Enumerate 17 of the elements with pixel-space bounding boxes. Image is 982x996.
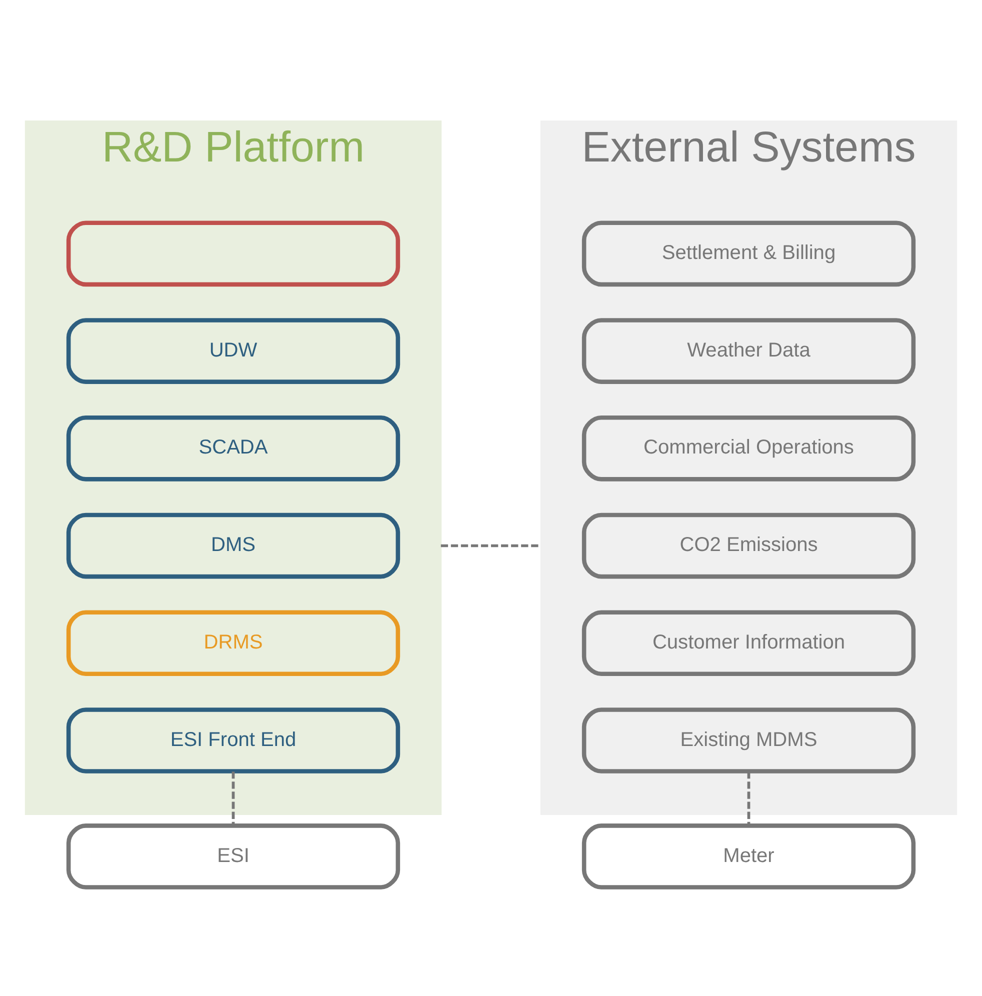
node-box: Settlement & Billing bbox=[582, 220, 916, 286]
connector bbox=[232, 771, 235, 826]
node-box: Weather Data bbox=[582, 318, 916, 384]
connector bbox=[747, 771, 750, 826]
node-box: Existing MDMS bbox=[582, 707, 916, 773]
node-box: ESI bbox=[66, 823, 400, 889]
node-box: ESI Front End bbox=[66, 707, 400, 773]
node-box bbox=[66, 220, 400, 286]
node-box: CO2 Emissions bbox=[582, 512, 916, 578]
node-box: Customer Information bbox=[582, 610, 916, 676]
node-box: DMS bbox=[66, 512, 400, 578]
connector bbox=[440, 544, 542, 547]
node-box: DRMS bbox=[66, 610, 400, 676]
node-box: SCADA bbox=[66, 414, 400, 481]
node-box: Commercial Operations bbox=[582, 414, 916, 481]
node-box: UDW bbox=[66, 318, 400, 384]
node-box: Meter bbox=[582, 823, 916, 889]
